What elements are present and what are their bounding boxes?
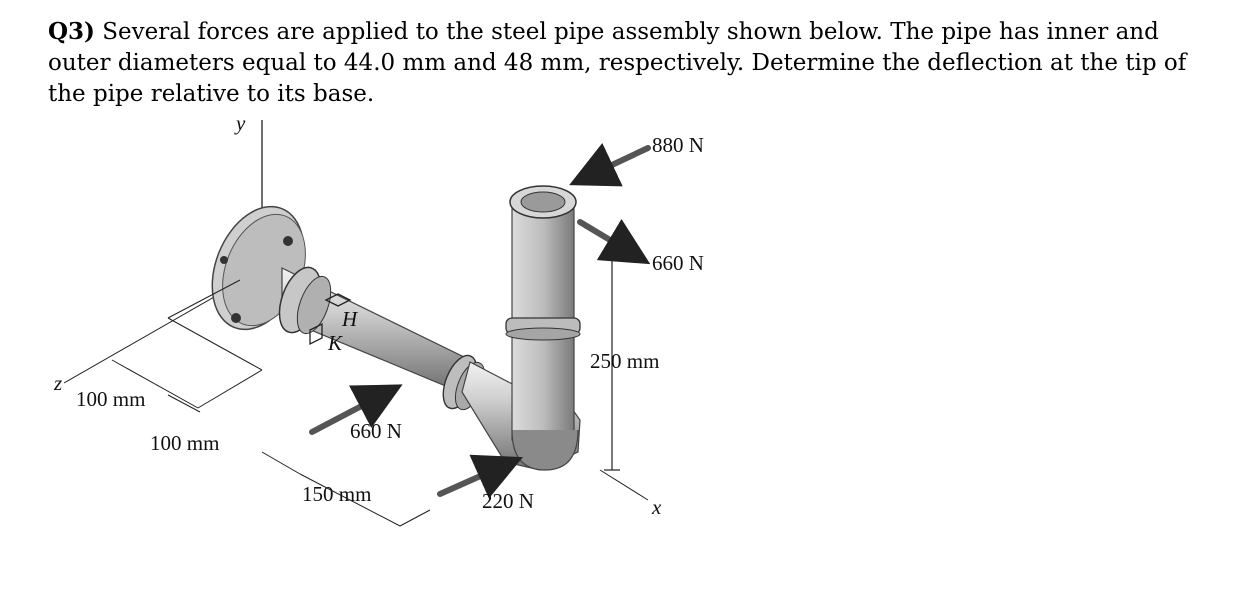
force-arrows [309, 142, 651, 499]
vertical-dimension [604, 249, 620, 471]
point-k-label: K [328, 331, 343, 355]
question-number: Q3) [48, 18, 95, 45]
point-h-label: H [342, 307, 358, 331]
x-axis-line [599, 469, 649, 501]
pipe-assembly-figure: y z x H K 880 N 660 N 250 mm 100 mm 100 … [0, 105, 800, 545]
dimension-150-label: 150 mm [302, 482, 372, 506]
horizontal-pipe [278, 266, 486, 411]
question-body: Several forces are applied to the steel … [48, 19, 1187, 107]
dimension-100-z-label: 100 mm [76, 387, 146, 411]
vertical-pipe [505, 185, 581, 471]
x-axis-label: x [652, 495, 662, 519]
force-220-label: 220 N [482, 489, 534, 513]
force-880-label: 880 N [652, 133, 704, 157]
y-axis-label: y [236, 111, 246, 135]
z-axis-label: z [54, 371, 63, 395]
force-660-top-label: 660 N [652, 251, 704, 275]
dimension-250-label: 250 mm [590, 349, 660, 373]
horizontal-dimensions [111, 279, 431, 527]
stress-element-markers [309, 293, 352, 346]
pipe-assembly-drawing [63, 120, 651, 527]
question-text-block: Q3) Several forces are applied to the st… [48, 16, 1228, 110]
dimension-100-x-label: 100 mm [150, 431, 220, 455]
force-660-mid-label: 660 N [350, 419, 402, 443]
